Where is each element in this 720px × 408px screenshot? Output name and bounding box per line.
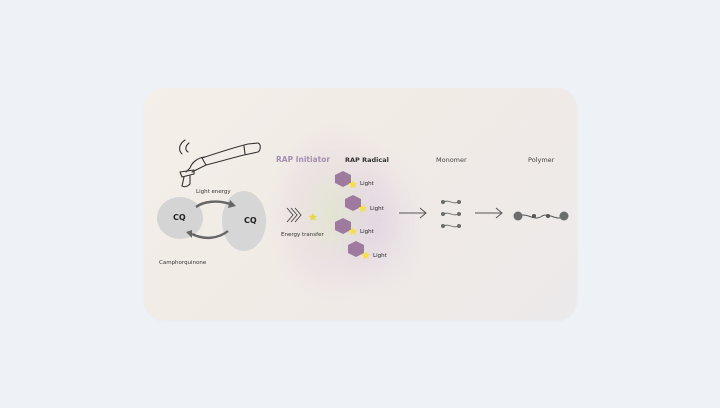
arrow-head-bottom	[186, 230, 192, 238]
camphorquinone-label: Camphorquinone	[159, 260, 207, 266]
rap-initiator-header: RAP Initiator	[276, 155, 331, 164]
light-energy-label: Light energy	[196, 189, 231, 195]
radical-2	[345, 195, 368, 213]
radical-1-light-label: Light	[360, 181, 374, 187]
rap-radical-header: RAP Radical	[345, 156, 389, 164]
cq-left-label: CQ	[173, 213, 186, 222]
arrow-to-monomer	[399, 207, 427, 219]
arrow-to-polymer	[475, 207, 503, 219]
energy-transfer-chevrons-icon	[286, 207, 302, 223]
energy-star-icon	[308, 213, 318, 221]
radical-2-light-label: Light	[370, 206, 384, 212]
radical-1	[335, 171, 358, 189]
radical-3-light-label: Light	[360, 229, 374, 235]
radical-3	[335, 218, 358, 236]
polymer-header: Polymer	[528, 156, 555, 164]
arrow-head-top	[228, 200, 236, 208]
reaction-diagram	[157, 139, 569, 260]
curing-light-icon	[179, 139, 261, 188]
radical-4-light-label: Light	[373, 253, 387, 259]
monomer-group	[441, 200, 461, 228]
diagram-card: RAP Initiator RAP Radical Monomer Polyme…	[144, 88, 577, 320]
cycle-arrows	[191, 200, 231, 239]
radical-4	[348, 241, 371, 260]
cq-right-label: CQ	[244, 216, 257, 225]
polymer-chain	[513, 211, 569, 221]
monomer-header: Monomer	[436, 156, 467, 164]
energy-transfer-label: Energy transfer	[281, 232, 324, 238]
energy-haze	[274, 128, 394, 298]
cq-left-circle	[157, 197, 203, 239]
